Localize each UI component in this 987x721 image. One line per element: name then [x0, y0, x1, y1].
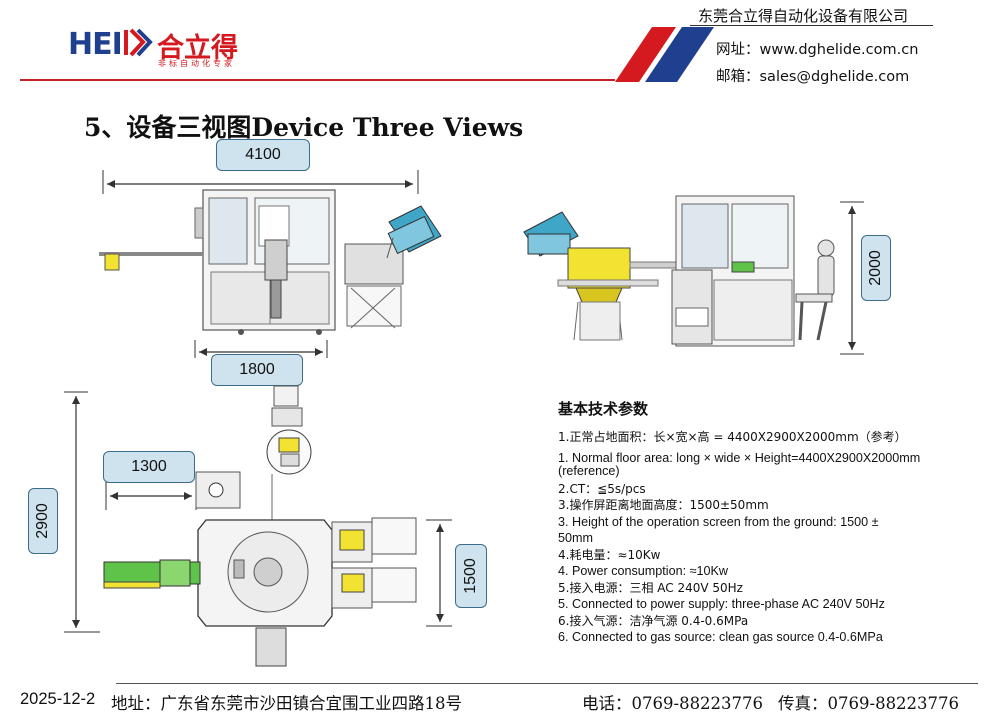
footer-date: 2025-12-2 — [20, 690, 96, 708]
spec-line: 3.操作屏距离地面高度：1500±50mm — [558, 498, 769, 512]
spec-line: 1.正常占地面积：长×宽×高 = 4400X2900X2000mm（参考） — [558, 430, 907, 444]
spec-line: 3. Height of the operation screen from t… — [558, 514, 879, 529]
website-label: 网址： — [716, 42, 760, 58]
spec-line: 6. Connected to gas source: clean gas so… — [558, 630, 883, 644]
spec-line: 4.耗电量：≈10Kw — [558, 547, 661, 562]
footer-fax: 传真：0769-88223776 — [778, 694, 960, 713]
footer-divider — [116, 683, 978, 684]
page-title: 5、设备三视图Device Three Views — [84, 113, 524, 142]
dim-top-right-value: 1500 — [462, 558, 479, 594]
spec-line: 5. Connected to power supply: three-phas… — [558, 597, 885, 611]
logo-mark: HEI — [68, 27, 153, 62]
email-label: 邮箱： — [716, 69, 760, 85]
dim-front-base-value: 1800 — [239, 361, 275, 378]
website-link[interactable]: www.dghelide.com.cn — [759, 42, 919, 58]
logo-sub: 非标自动化专家 — [158, 59, 235, 68]
dim-top-right: 1500 — [455, 544, 487, 608]
spec-line: 50mm — [558, 531, 593, 545]
tech-specs: 基本技术参数 1.正常占地面积：长×宽×高 = 4400X2900X2000mm… — [558, 398, 953, 646]
dim-front-base: 1800 — [211, 354, 303, 386]
email-line: 邮箱：sales@dghelide.com — [716, 65, 909, 86]
dim-front-width-value: 4100 — [245, 146, 281, 163]
dim-side-height: 2000 — [861, 235, 891, 301]
company-underline — [690, 25, 933, 26]
svg-text:HEI: HEI — [68, 27, 122, 62]
dim-front-width: 4100 — [216, 139, 310, 171]
footer-address: 地址：广东省东莞市沙田镇合宜围工业四路18号 — [111, 694, 462, 713]
spec-line: 2.CT：≦5s/pcs — [558, 481, 646, 496]
specs-heading: 基本技术参数 — [558, 400, 649, 418]
logo: HEI — [68, 22, 258, 70]
spec-line: 1. Normal floor area: long × wide × Heig… — [558, 450, 921, 465]
spec-line: 6.接入气源：洁净气源 0.4-0.6MPa — [558, 613, 749, 628]
spec-line: 4. Power consumption: ≈10Kw — [558, 564, 729, 578]
spec-line: 5.接入电源：三相 AC 240V 50Hz — [558, 580, 743, 595]
company-name: 东莞合立得自动化设备有限公司 — [698, 7, 909, 25]
side-view-drawing — [523, 195, 864, 355]
dim-top-depth-value: 2900 — [34, 503, 51, 539]
header-stripes — [20, 27, 717, 82]
spec-line: (reference) — [558, 463, 620, 478]
dim-top-depth: 2900 — [28, 488, 58, 554]
front-view-drawing — [99, 170, 442, 358]
dim-top-offset-value: 1300 — [131, 458, 167, 475]
top-view-drawing — [64, 385, 452, 667]
website-line: 网址：www.dghelide.com.cn — [716, 38, 918, 59]
logo-cn: 合立得 — [157, 33, 238, 64]
footer-phone: 电话：0769-88223776 — [582, 694, 764, 713]
email-link[interactable]: sales@dghelide.com — [759, 69, 910, 85]
dim-top-offset: 1300 — [103, 451, 195, 483]
footer: 2025-12-2 地址：广东省东莞市沙田镇合宜围工业四路18号 电话：0769… — [16, 683, 981, 718]
dim-side-height-value: 2000 — [867, 250, 884, 286]
